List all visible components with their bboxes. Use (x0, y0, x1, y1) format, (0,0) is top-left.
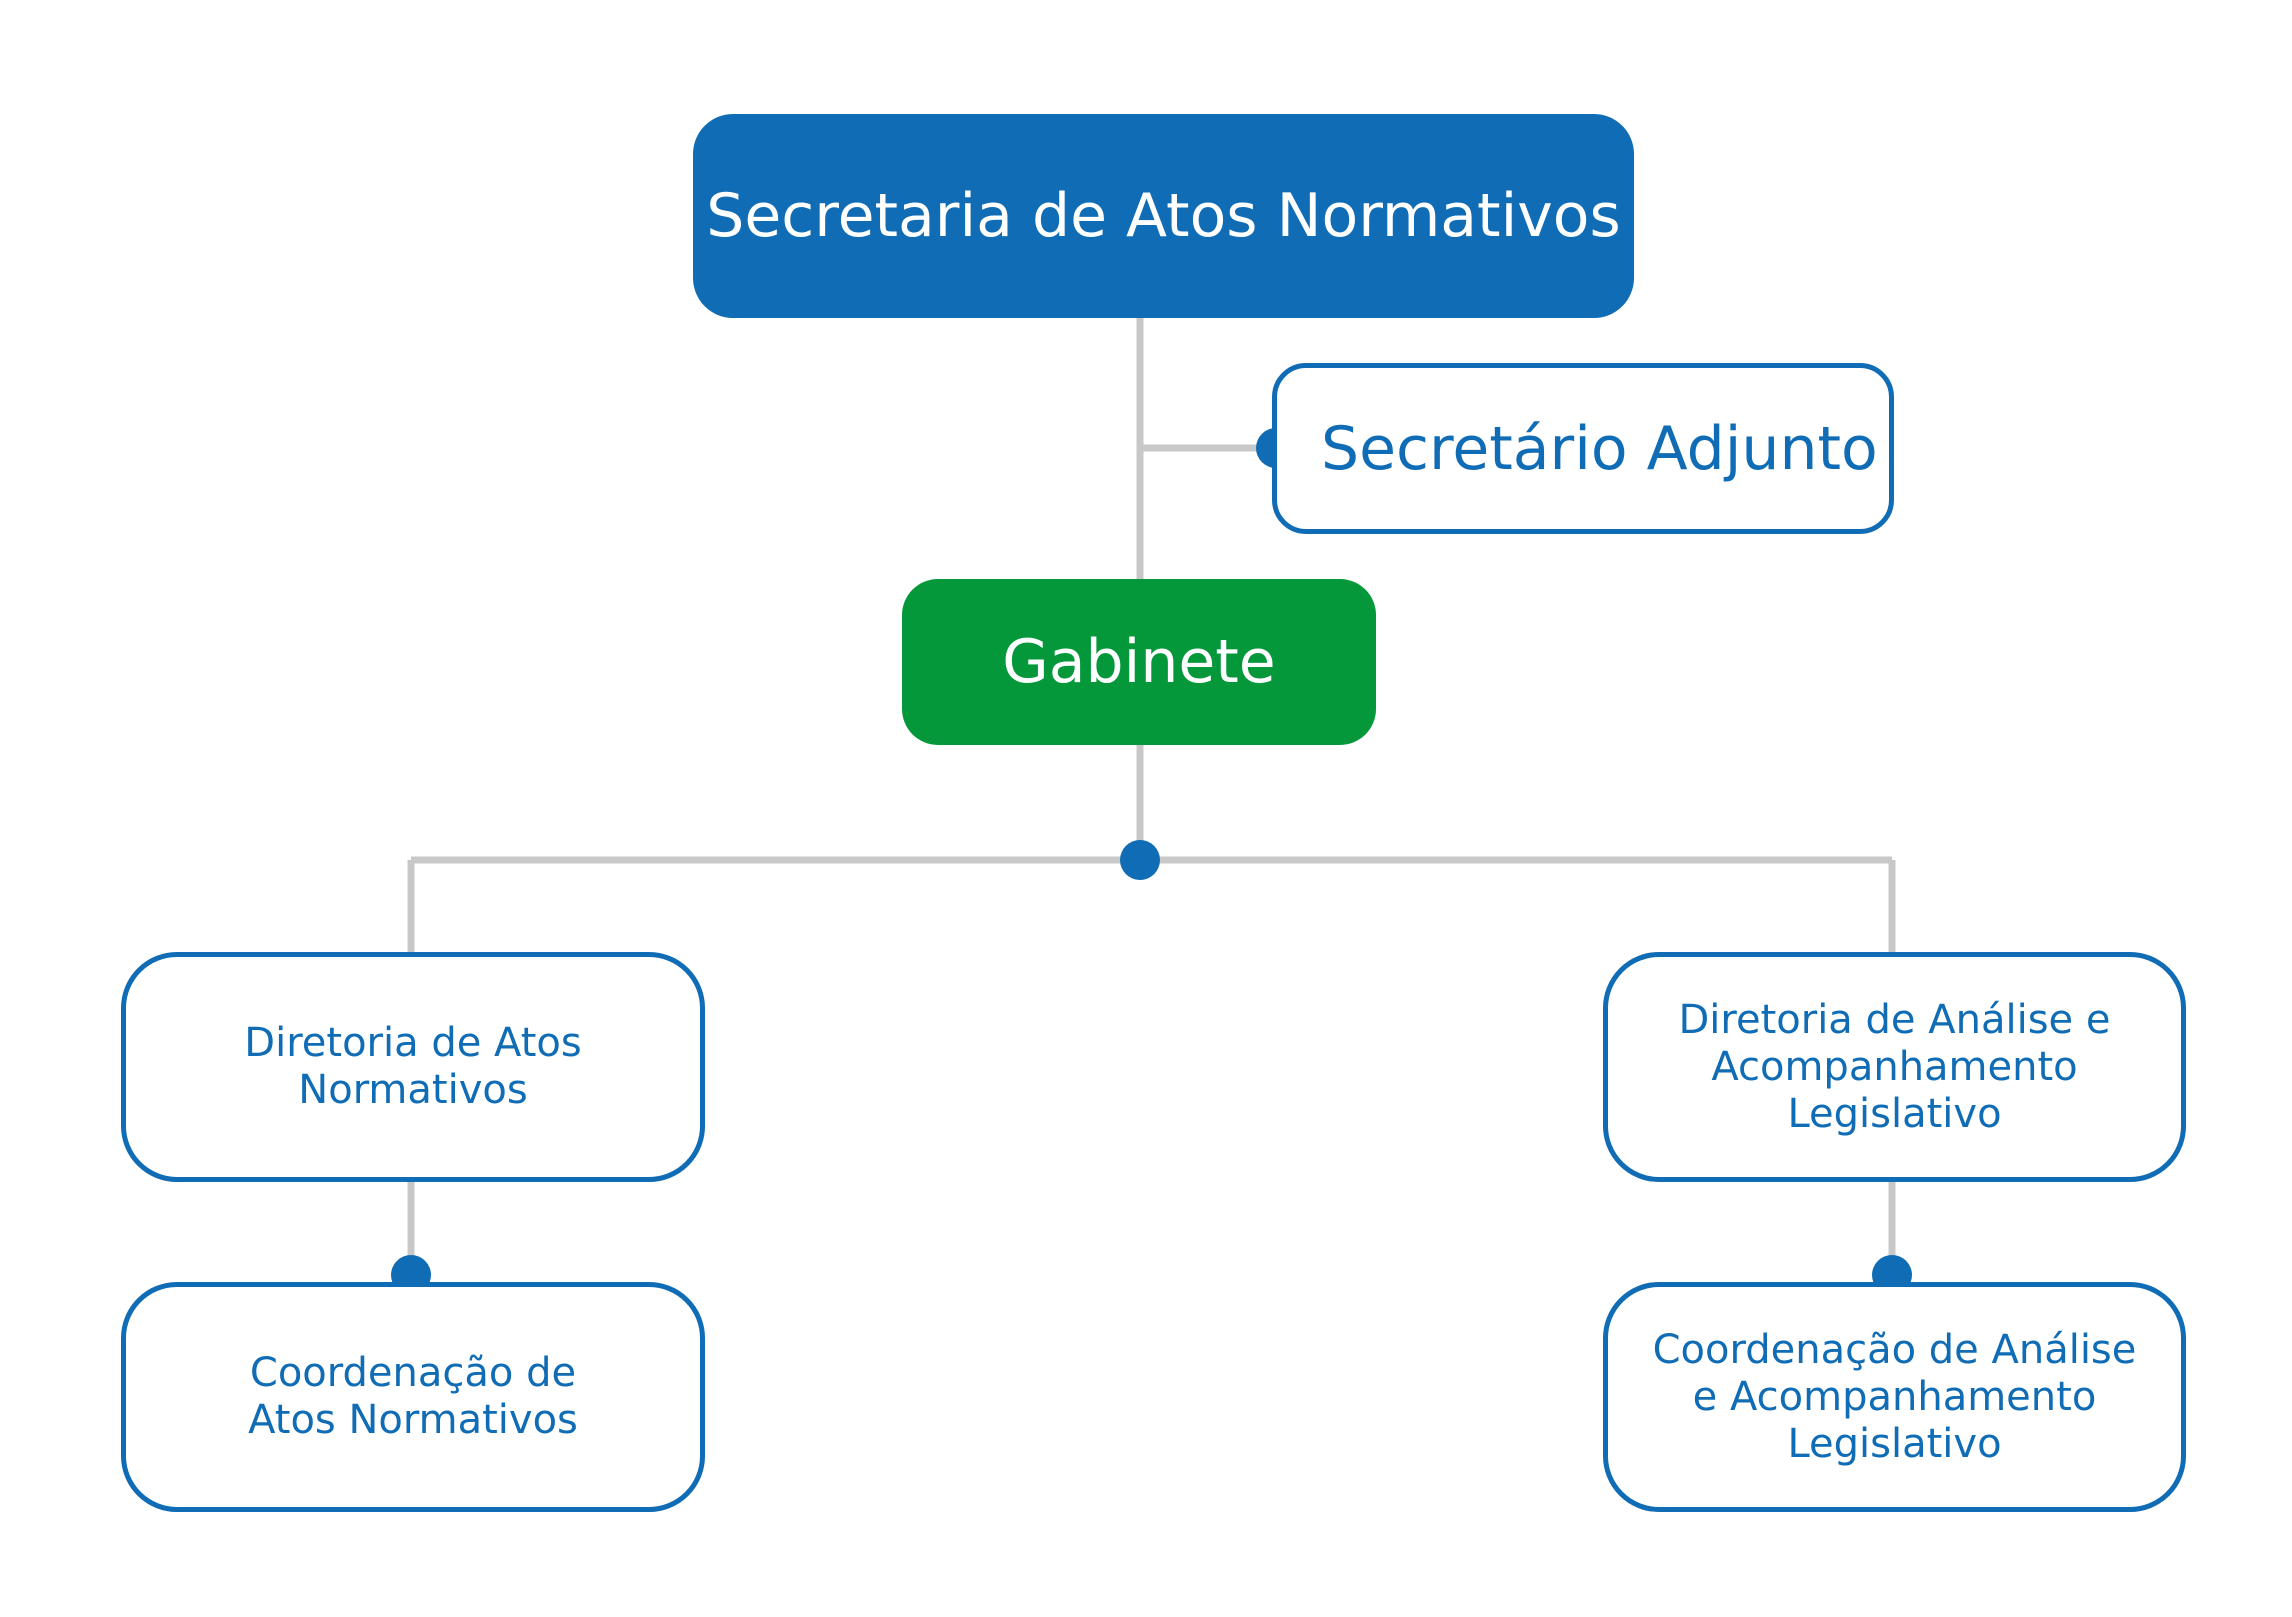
node-secretaria-atos-normativos: Secretaria de Atos Normativos (693, 114, 1634, 318)
node-label: Secretário Adjunto (1321, 413, 1878, 484)
node-gabinete: Gabinete (902, 579, 1376, 745)
node-label: Gabinete (1002, 627, 1276, 697)
node-label: Coordenação de Atos Normativos (248, 1350, 578, 1443)
node-diretoria-atos-normativos: Diretoria de Atos Normativos (121, 952, 705, 1182)
node-label: Diretoria de Análise e Acompanhamento Le… (1678, 996, 2111, 1137)
node-diretoria-analise-acompanhamento: Diretoria de Análise e Acompanhamento Le… (1603, 952, 2186, 1182)
node-secretario-adjunto: Secretário Adjunto (1272, 363, 1894, 534)
node-coordenacao-analise-acompanhamento: Coordenação de Análise e Acompanhamento … (1603, 1282, 2186, 1512)
junction-dot-branch (1120, 840, 1160, 880)
node-label: Diretoria de Atos Normativos (244, 1020, 582, 1113)
node-label: Secretaria de Atos Normativos (706, 181, 1621, 251)
node-label: Coordenação de Análise e Acompanhamento … (1652, 1326, 2137, 1467)
node-coordenacao-atos-normativos: Coordenação de Atos Normativos (121, 1282, 705, 1512)
